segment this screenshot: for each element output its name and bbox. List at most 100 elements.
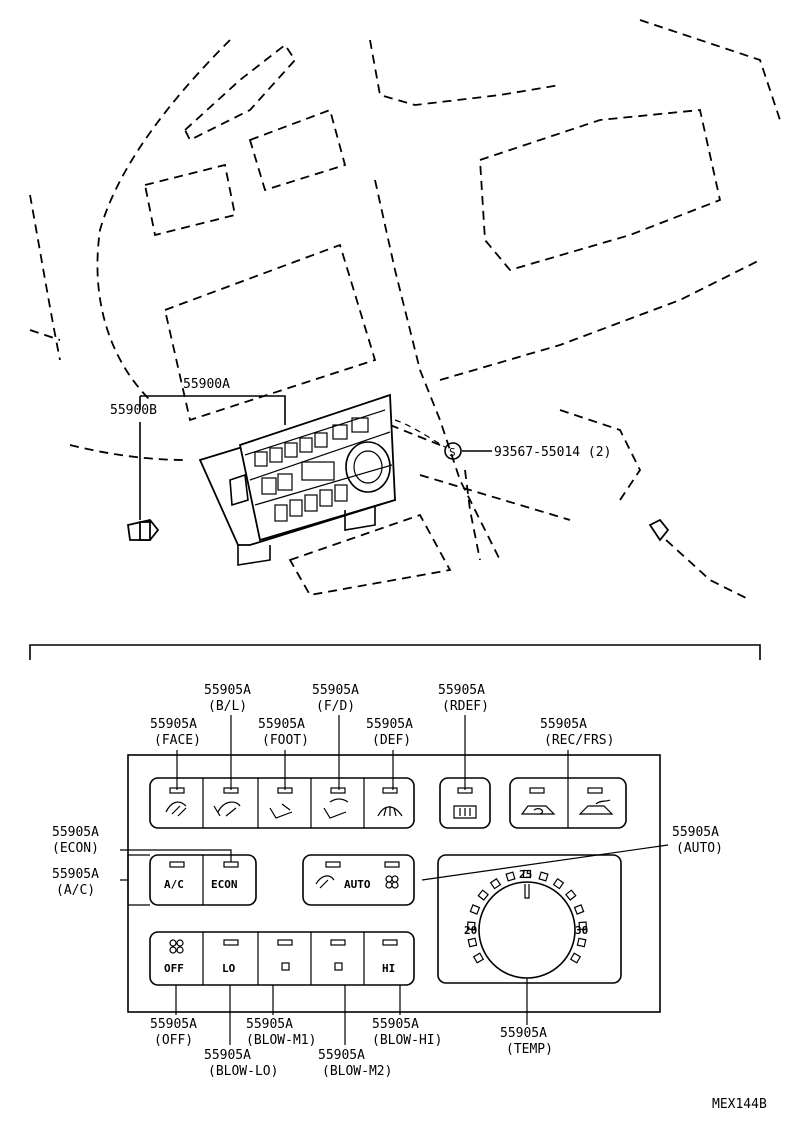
callout-face-part: 55905A	[150, 717, 197, 732]
callout-ac-desc: (A/C)	[56, 883, 95, 898]
m1-indicator	[277, 939, 293, 946]
callout-recfrs-desc: (REC/FRS)	[544, 733, 614, 748]
callout-rdef-part: 55905A	[438, 683, 485, 698]
callout-blow-m1-desc: (BLOW-M1)	[246, 1033, 316, 1048]
econ-button-label[interactable]: ECON	[211, 878, 238, 891]
callout-rdef-desc: (RDEF)	[442, 699, 489, 714]
callout-def-part: 55905A	[366, 717, 413, 732]
callout-econ-desc: (ECON)	[52, 841, 99, 856]
dial-scale-mark	[505, 871, 516, 882]
fan-speed-button-group[interactable]	[149, 931, 415, 986]
mode-button-group[interactable]	[149, 777, 415, 829]
callout-blow-lo-part: 55905A	[204, 1048, 251, 1063]
auto-button[interactable]	[302, 854, 415, 906]
foot-defrost-icon	[323, 798, 349, 819]
dial-scale-mark	[578, 921, 588, 931]
recirculation-icon[interactable]	[520, 805, 556, 815]
dial-scale-mark	[522, 869, 532, 879]
callout-fd-desc: (F/D)	[316, 699, 355, 714]
climate-control-unit-top	[198, 393, 397, 566]
callout-face-desc: (FACE)	[154, 733, 201, 748]
callout-temp-part: 55905A	[500, 1026, 547, 1041]
dial-scale-mark	[466, 921, 476, 931]
fan-icon	[169, 939, 184, 954]
callout-off-desc: (OFF)	[154, 1033, 193, 1048]
callout-blow-m2-part: 55905A	[318, 1048, 365, 1063]
callout-blow-hi-desc: (BLOW-HI)	[372, 1033, 442, 1048]
fresh-air-icon[interactable]	[578, 799, 614, 815]
dial-scale-mark	[576, 937, 587, 948]
callout-blow-m2-desc: (BLOW-M2)	[322, 1064, 392, 1079]
auto-fan-icon	[385, 875, 399, 889]
hi-button-label[interactable]: HI	[382, 962, 395, 975]
dial-scale-mark	[477, 889, 489, 901]
temp-dial-panel	[437, 854, 622, 984]
dial-mark-25: 25	[519, 868, 532, 881]
m2-button-mark[interactable]	[334, 962, 343, 971]
dial-scale-mark	[538, 871, 549, 882]
callout-blow-lo-desc: (BLOW-LO)	[208, 1064, 278, 1079]
bi-level-icon	[213, 801, 241, 817]
callout-ac-part: 55905A	[52, 867, 99, 882]
dial-scale-mark	[472, 952, 485, 964]
econ-indicator	[223, 861, 239, 868]
callout-bl-part: 55905A	[204, 683, 251, 698]
callout-auto-desc: (AUTO)	[676, 841, 723, 856]
dashboard-outline	[29, 19, 781, 601]
callout-auto-part: 55905A	[672, 825, 719, 840]
screw-symbol-circle	[444, 442, 462, 460]
m2-indicator	[330, 939, 346, 946]
lo-button-label[interactable]: LO	[222, 962, 236, 975]
diagram-code: MEX144B	[712, 1097, 767, 1112]
defrost-icon	[377, 806, 403, 817]
lo-indicator	[223, 939, 239, 946]
auto-indicator-right	[384, 861, 400, 868]
off-button-label[interactable]: OFF	[164, 962, 184, 975]
screw-symbol-letter: S	[449, 446, 456, 459]
callout-leaders	[120, 715, 669, 1045]
auto-button-label[interactable]: AUTO	[344, 878, 371, 891]
clip-55900b	[126, 518, 160, 541]
def-indicator	[382, 787, 398, 794]
rear-defrost-icon	[453, 805, 477, 819]
face-icon	[165, 801, 187, 817]
temp-dial-pointer	[524, 884, 530, 899]
auto-indicator-left	[325, 861, 341, 868]
mode-buttons	[165, 778, 403, 828]
callout-foot-desc: (FOOT)	[262, 733, 309, 748]
foot-icon	[269, 803, 293, 819]
rec-indicator	[529, 787, 545, 794]
callout-temp-desc: (TEMP)	[506, 1042, 553, 1057]
dial-scale-mark	[467, 937, 478, 948]
dial-scale-mark	[565, 889, 577, 901]
dial-mark-20: 20	[464, 924, 477, 937]
dial-scale-mark	[552, 878, 565, 890]
section-bracket	[29, 644, 761, 660]
dial-mark-30: 30	[575, 924, 588, 937]
ac-button-label[interactable]: A/C	[164, 878, 184, 891]
frs-indicator	[587, 787, 603, 794]
label-55900b: 55900B	[110, 403, 157, 418]
callout-fd-part: 55905A	[312, 683, 359, 698]
hi-indicator	[382, 939, 398, 946]
dial-scale-mark	[489, 878, 502, 890]
label-screw: 93567-55014 (2)	[494, 445, 611, 460]
callout-def-desc: (DEF)	[372, 733, 411, 748]
dial-scale-mark	[469, 904, 481, 915]
dial-scale-mark	[569, 952, 582, 964]
callout-off-part: 55905A	[150, 1017, 197, 1032]
callout-bl-desc: (B/L)	[208, 699, 247, 714]
callout-foot-part: 55905A	[258, 717, 305, 732]
callout-blow-m1-part: 55905A	[246, 1017, 293, 1032]
temp-dial-knob[interactable]	[478, 881, 576, 979]
ac-indicator	[169, 861, 185, 868]
dial-scale-mark	[573, 904, 585, 915]
auto-airflow-icon	[315, 875, 335, 889]
callout-blow-hi-part: 55905A	[372, 1017, 419, 1032]
m1-button-mark[interactable]	[281, 962, 290, 971]
fd-indicator	[330, 787, 346, 794]
temp-dial-scale	[466, 869, 588, 964]
callout-recfrs-part: 55905A	[540, 717, 587, 732]
leader-lines-top	[139, 395, 492, 520]
